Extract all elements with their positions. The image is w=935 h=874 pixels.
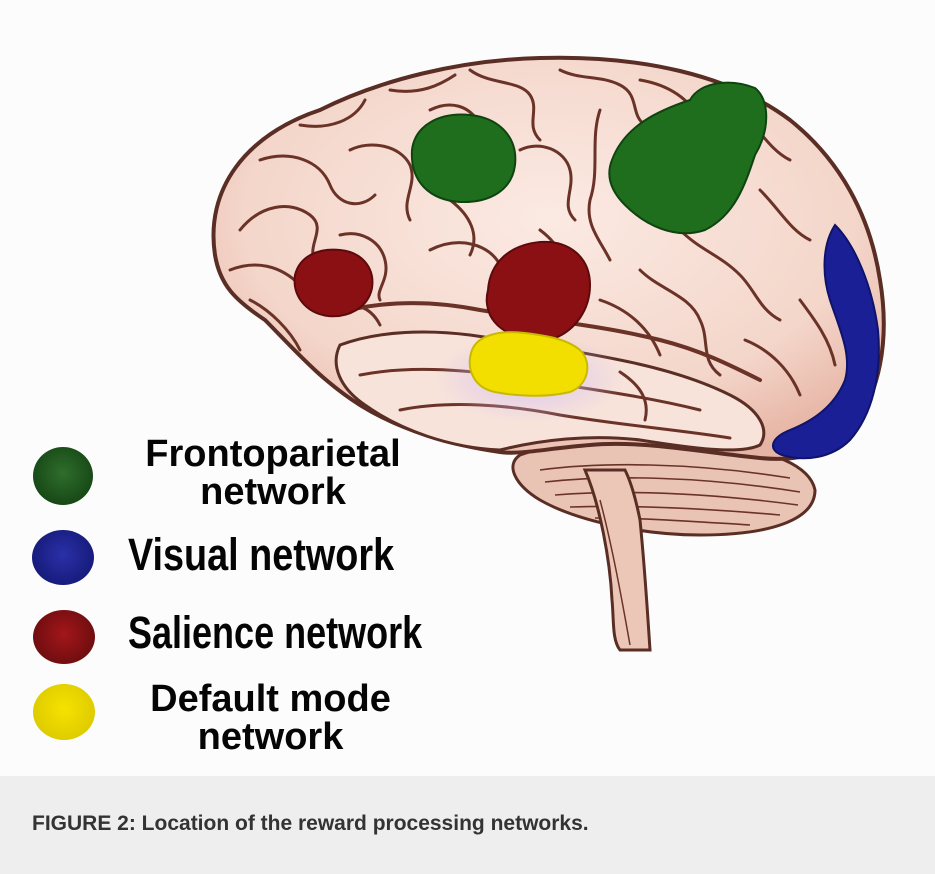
- frontoparietal-label-line1: Frontoparietal: [128, 435, 418, 473]
- figure-caption: FIGURE 2: Location of the reward process…: [32, 812, 589, 836]
- salience-swatch: [33, 610, 95, 664]
- default-mode-label: Default mode network: [128, 680, 413, 756]
- frontoparietal-swatch: [33, 447, 93, 505]
- salience-region-insula: [487, 242, 590, 340]
- salience-region-anterior: [295, 250, 373, 317]
- caption-bar: FIGURE 2: Location of the reward process…: [0, 776, 935, 874]
- default-mode-swatch: [33, 684, 95, 740]
- visual-swatch: [32, 530, 94, 585]
- default-mode-label-line1: Default mode: [128, 680, 413, 718]
- salience-label: Salience network: [128, 610, 368, 655]
- visual-label: Visual network: [128, 532, 380, 577]
- brain-illustration: [0, 0, 935, 776]
- default-mode-label-line2: network: [128, 718, 413, 756]
- frontoparietal-label: Frontoparietal network: [128, 435, 418, 511]
- brain-figure: Frontoparietal network Visual network Sa…: [0, 0, 935, 776]
- frontoparietal-region-frontal: [412, 115, 515, 202]
- frontoparietal-label-line2: network: [128, 473, 418, 511]
